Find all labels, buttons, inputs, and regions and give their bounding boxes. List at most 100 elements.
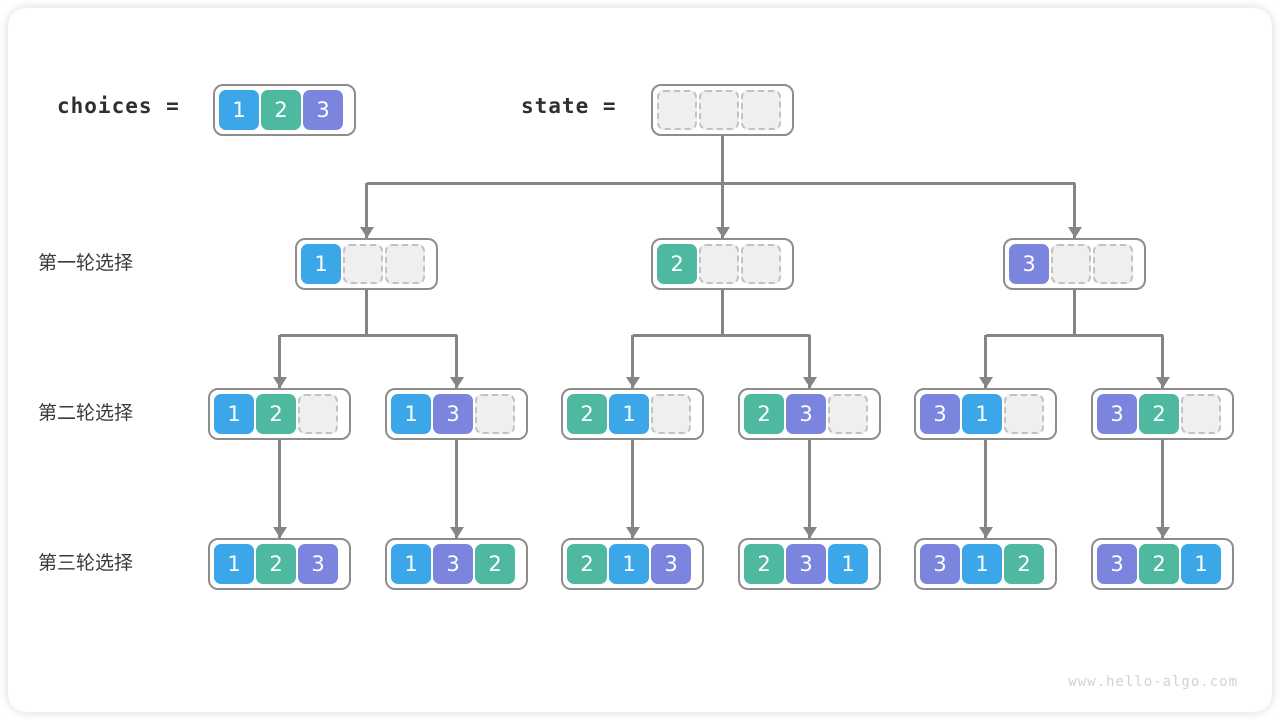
connector-line-vertical — [984, 335, 987, 388]
array-cell-filled: 3 — [920, 394, 960, 434]
connector-line-vertical — [365, 183, 368, 238]
array-cell-filled: 3 — [786, 394, 826, 434]
connector-line-vertical — [365, 290, 368, 335]
array-cell-filled: 1 — [828, 544, 868, 584]
connector-line-vertical — [721, 290, 724, 335]
array-cell-filled: 3 — [1097, 544, 1137, 584]
state-array-round-1-option-2: 2 — [651, 238, 794, 290]
connector-arrowhead — [449, 377, 464, 388]
connector-arrowhead — [978, 527, 993, 538]
array-cell-filled: 3 — [651, 544, 691, 584]
array-cell-empty — [699, 244, 739, 284]
connector-line-horizontal — [985, 333, 1163, 337]
array-cell-filled: 2 — [567, 544, 607, 584]
array-cell-filled: 3 — [1097, 394, 1137, 434]
connector-line-vertical — [278, 335, 281, 388]
connector-line-vertical — [278, 440, 281, 538]
array-cell-filled: 3 — [920, 544, 960, 584]
row-label-round-3: 第三轮选择 — [38, 553, 134, 574]
connector-arrowhead — [802, 377, 817, 388]
array-cell-empty — [828, 394, 868, 434]
array-cell-filled: 1 — [391, 544, 431, 584]
connector-arrowhead — [715, 227, 730, 238]
connector-line-vertical — [1073, 290, 1076, 335]
array-cell-filled: 1 — [391, 394, 431, 434]
watermark: www.hello-algo.com — [1068, 674, 1238, 690]
connector-arrowhead — [272, 377, 287, 388]
row-label-round-1: 第一轮选择 — [38, 253, 134, 274]
connector-line-horizontal — [279, 333, 457, 337]
array-cell-empty — [741, 244, 781, 284]
state-array-round-1-option-3: 3 — [1003, 238, 1146, 290]
connector-arrowhead — [978, 377, 993, 388]
connector-line-vertical — [721, 183, 724, 238]
array-cell-empty — [1181, 394, 1221, 434]
array-cell-empty — [741, 90, 781, 130]
array-cell-filled: 2 — [744, 394, 784, 434]
array-cell-filled: 2 — [1139, 394, 1179, 434]
array-cell-filled: 2 — [256, 544, 296, 584]
connector-line-vertical — [1161, 335, 1164, 388]
connector-line-horizontal — [632, 333, 810, 337]
row-label-round-2: 第二轮选择 — [38, 403, 134, 424]
array-cell-filled: 2 — [657, 244, 697, 284]
array-cell-filled: 1 — [962, 394, 1002, 434]
connector-arrowhead — [802, 527, 817, 538]
array-cell-empty — [343, 244, 383, 284]
array-cell-empty — [385, 244, 425, 284]
array-cell-filled: 3 — [433, 394, 473, 434]
connector-arrowhead — [1155, 527, 1170, 538]
connector-arrowhead — [272, 527, 287, 538]
diagram-frame — [8, 8, 1272, 712]
connector-line-vertical — [455, 335, 458, 388]
array-cell-filled: 2 — [256, 394, 296, 434]
connector-line-vertical — [1161, 440, 1164, 538]
connector-line-horizontal — [366, 181, 1075, 185]
connector-line-vertical — [1073, 183, 1076, 238]
array-cell-filled: 2 — [744, 544, 784, 584]
array-cell-empty — [1051, 244, 1091, 284]
array-cell-filled: 1 — [219, 90, 259, 130]
connector-arrowhead — [1155, 377, 1170, 388]
connector-arrowhead — [625, 377, 640, 388]
array-cell-filled: 1 — [301, 244, 341, 284]
array-cell-empty — [699, 90, 739, 130]
array-cell-filled: 3 — [303, 90, 343, 130]
array-cell-filled: 1 — [1181, 544, 1221, 584]
connector-arrowhead — [625, 527, 640, 538]
connector-line-vertical — [984, 440, 987, 538]
array-cell-empty — [657, 90, 697, 130]
array-cell-filled: 1 — [214, 544, 254, 584]
connector-arrowhead — [1067, 227, 1082, 238]
state-array-round-1-option-1: 1 — [295, 238, 438, 290]
array-cell-filled: 3 — [786, 544, 826, 584]
array-cell-filled: 3 — [298, 544, 338, 584]
array-cell-empty — [1004, 394, 1044, 434]
array-cell-empty — [298, 394, 338, 434]
connector-line-vertical — [808, 440, 811, 538]
array-cell-empty — [651, 394, 691, 434]
array-cell-empty — [475, 394, 515, 434]
connector-line-vertical — [808, 335, 811, 388]
array-cell-filled: 2 — [1139, 544, 1179, 584]
array-cell-empty — [1093, 244, 1133, 284]
connector-arrowhead — [449, 527, 464, 538]
array-cell-filled: 1 — [962, 544, 1002, 584]
connector-arrowhead — [359, 227, 374, 238]
array-cell-filled: 1 — [609, 394, 649, 434]
state-label: state = — [521, 94, 617, 118]
state-array — [651, 84, 794, 136]
connector-line-vertical — [631, 335, 634, 388]
